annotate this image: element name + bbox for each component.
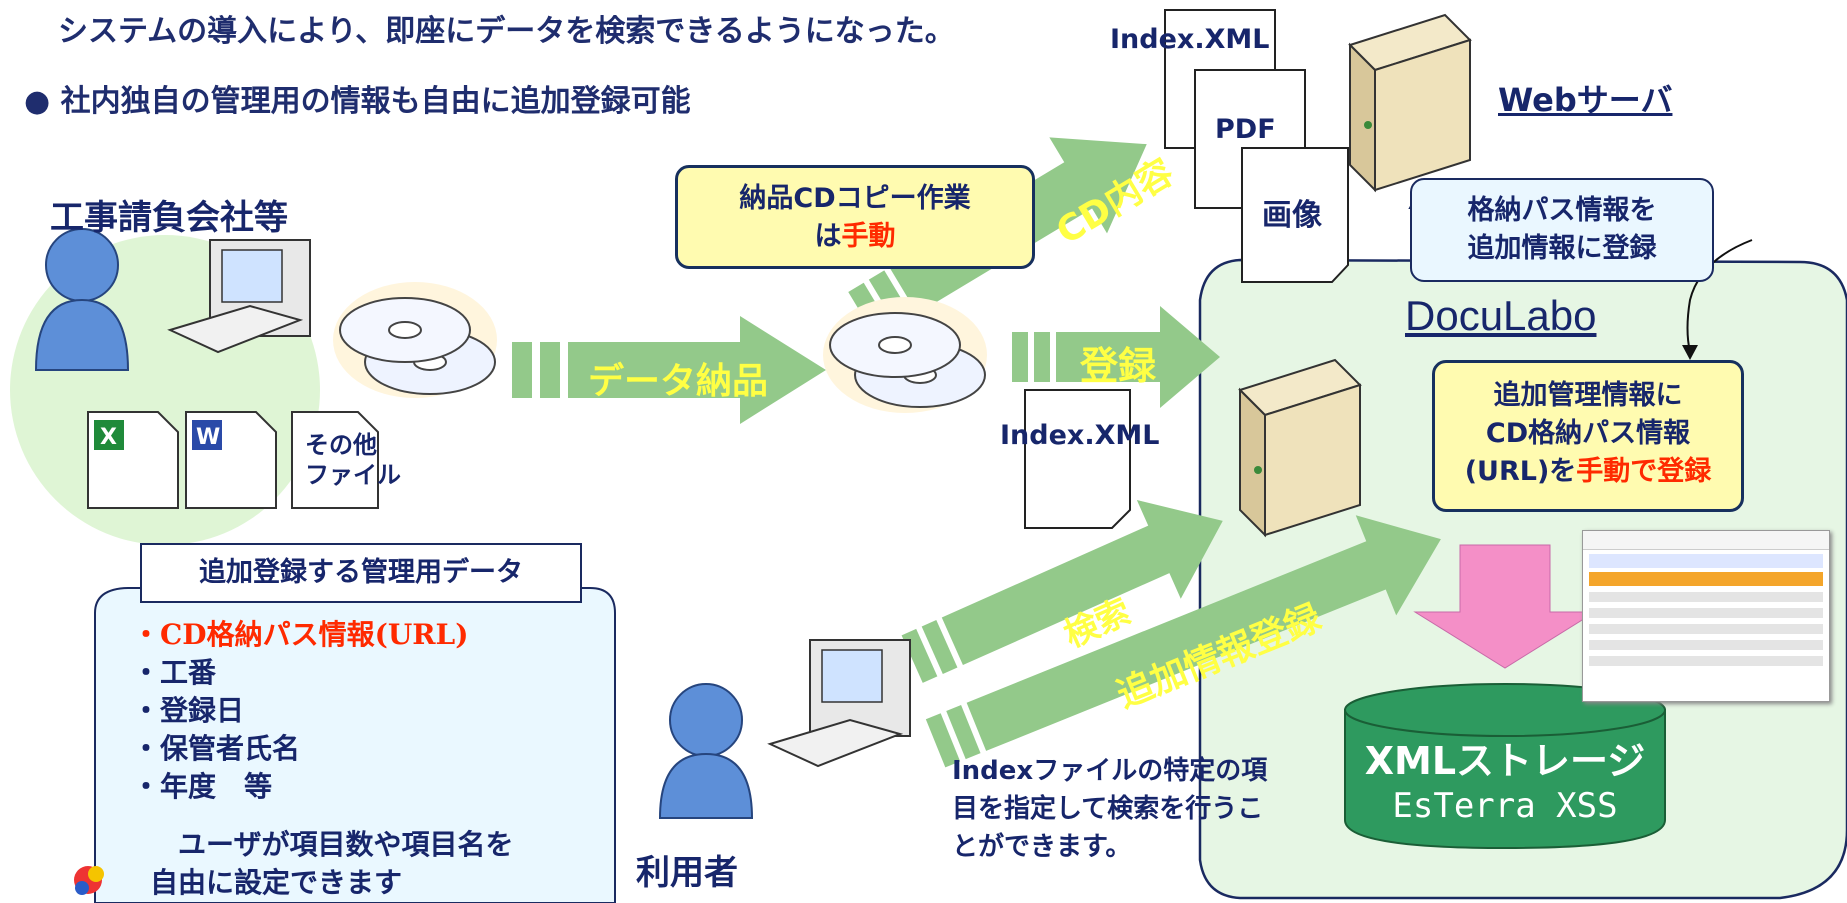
copy-callout-line2: は手動 <box>814 221 896 252</box>
index-xml-middle-label: Index.XML <box>1000 420 1160 451</box>
web-server-icon <box>1348 13 1472 193</box>
pink-down-arrow <box>1413 544 1597 669</box>
path-callout-arrow <box>1686 239 1753 353</box>
other-file-icon <box>291 411 379 509</box>
cd-discs-middle <box>823 297 987 413</box>
thumbnail-row <box>1589 656 1823 666</box>
thumbnail-selected-row <box>1589 572 1823 586</box>
panel-note: ユーザが項目数や項目名を 自由に設定できます <box>150 828 514 899</box>
header-line-1: システムの導入により、即座にデータを検索できるようになった。 <box>58 14 955 49</box>
company-person-icon <box>34 228 130 371</box>
management-item-list: ・CD格納パス情報(URL) ・工番 ・登録日 ・保管者氏名 ・年度 等 <box>132 616 468 806</box>
panel-title: 追加登録する管理用データ <box>140 543 582 603</box>
manage-callout-line2: CD格納パス情報 <box>1485 418 1691 449</box>
excel-file-icon: X <box>87 411 179 509</box>
doc-image-label: 画像 <box>1262 198 1322 233</box>
management-data-panel <box>94 587 616 903</box>
doculabo-title: DocuLabo <box>1405 292 1597 339</box>
arrow-register <box>1012 306 1220 408</box>
thumbnail-header <box>1583 531 1829 550</box>
item-register-date: ・登録日 <box>132 694 245 727</box>
doculabo-server-icon <box>1238 358 1362 538</box>
manage-callout-line1: 追加管理情報に <box>1493 380 1683 411</box>
arrow-data-delivery <box>512 316 826 424</box>
storage-label-line2: EsTerra XSS <box>1392 786 1618 826</box>
user-person-icon <box>658 683 754 819</box>
arrow-delivery-label: データ納品 <box>588 361 769 402</box>
path-callout-arrowhead <box>1682 345 1698 360</box>
header-line-2: ● 社内独自の管理用の情報も自由に追加登録可能 <box>24 84 691 119</box>
list-screenshot-thumbnail <box>1582 530 1830 702</box>
doc-image <box>1241 147 1349 283</box>
storage-label-line1: XMLストレージ <box>1364 739 1646 783</box>
word-file-icon: W <box>185 411 277 509</box>
item-year: ・年度 等 <box>132 770 273 803</box>
manage-callout-line3: (URL)を手動で登録 <box>1464 456 1712 487</box>
thumbnail-column-header <box>1589 554 1823 568</box>
item-cd-path: ・CD格納パス情報(URL) <box>132 618 469 651</box>
web-server-label: Webサーバ <box>1498 81 1673 119</box>
arrow-register-label: 登録 <box>1080 344 1157 388</box>
company-pc-icon <box>167 239 311 354</box>
path-info-callout: 格納パス情報を 追加情報に登録 <box>1410 178 1714 282</box>
search-note: Indexファイルの特定の項 目を指定して検索を行うこ とができます。 <box>952 756 1268 862</box>
svg-text:X: X <box>100 425 117 450</box>
other-files-label: その他 ファイル <box>305 431 401 489</box>
user-label: 利用者 <box>636 853 738 893</box>
cd-discs-left <box>333 282 497 398</box>
logo-mark <box>74 866 104 895</box>
thumbnail-row <box>1589 624 1823 634</box>
copy-work-callout: 納品CDコピー作業 は手動 <box>675 165 1035 269</box>
company-label: 工事請負会社等 <box>50 198 288 238</box>
doc-index-label: Index.XML <box>1110 24 1270 55</box>
thumbnail-row <box>1589 640 1823 650</box>
arrow-add-info <box>925 515 1441 768</box>
copy-callout-line1: 納品CDコピー作業 <box>739 183 971 214</box>
doc-pdf-label: PDF <box>1215 114 1276 145</box>
svg-text:W: W <box>196 425 220 450</box>
doc-index-xml-middle <box>1024 389 1131 529</box>
thumbnail-row <box>1589 608 1823 618</box>
item-koban: ・工番 <box>132 656 217 689</box>
thumbnail-row <box>1589 592 1823 602</box>
item-custodian: ・保管者氏名 <box>132 732 301 765</box>
user-pc-icon <box>767 639 911 768</box>
manual-register-callout: 追加管理情報に CD格納パス情報 (URL)を手動で登録 <box>1432 360 1744 512</box>
